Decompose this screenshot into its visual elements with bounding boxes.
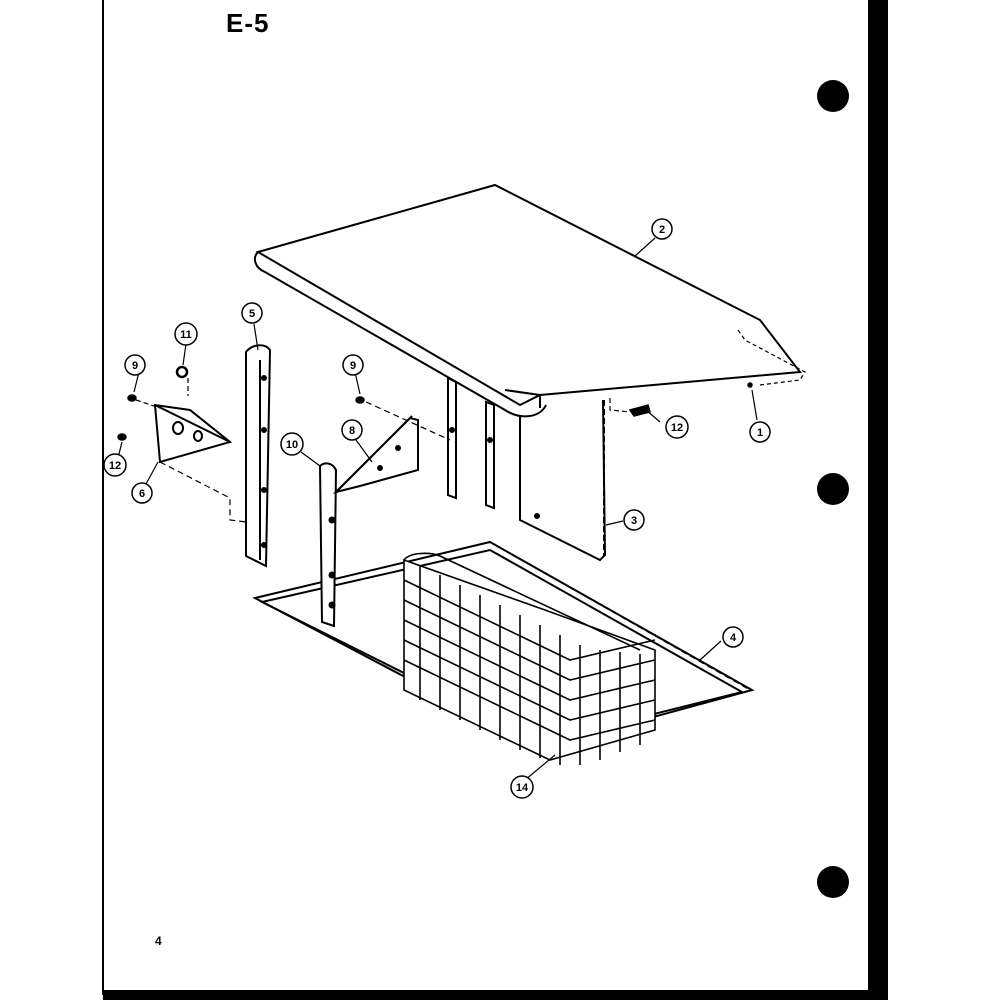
hardware-parts	[117, 365, 753, 441]
callout-9-left-label: 9	[132, 360, 138, 372]
callout-12-right: 12	[665, 415, 689, 439]
right-page-border	[868, 0, 888, 1000]
callout-1-label: 1	[757, 427, 763, 439]
callout-9-right: 9	[342, 354, 364, 376]
callout-12-left-label: 12	[109, 460, 121, 472]
page-number: 4	[155, 934, 162, 948]
page-title: E-5	[226, 8, 270, 38]
callout-8: 8	[341, 419, 363, 441]
callout-5-label: 5	[249, 308, 255, 320]
side-rails-part	[447, 376, 495, 510]
binder-hole-top	[817, 80, 849, 112]
callout-9-left: 9	[124, 354, 146, 376]
callout-12-left: 12	[103, 453, 127, 477]
condenser-coil-part	[403, 552, 656, 765]
support-brace-part	[332, 415, 419, 494]
rear-panel-part	[519, 399, 607, 562]
callout-6-label: 6	[139, 488, 145, 500]
callout-14-label: 14	[516, 782, 529, 794]
callout-11-label: 11	[180, 329, 192, 341]
callout-9-right-label: 9	[350, 360, 356, 372]
callout-12-right-label: 12	[671, 422, 683, 434]
callout-11: 11	[174, 322, 198, 346]
callout-4: 4	[722, 626, 744, 648]
callout-6: 6	[131, 482, 153, 504]
callout-3: 3	[623, 509, 645, 531]
front-post-part	[318, 462, 338, 628]
callout-14: 14	[510, 775, 534, 799]
callout-5: 5	[241, 302, 263, 324]
binder-hole-bottom	[817, 866, 849, 898]
leader-lines	[117, 184, 806, 781]
mounting-bracket-part	[153, 403, 233, 464]
callout-2-label: 2	[659, 224, 665, 236]
callout-8-label: 8	[349, 425, 355, 437]
callout-10: 10	[280, 432, 304, 456]
callout-2: 2	[651, 218, 673, 240]
callout-4-label: 4	[730, 632, 737, 644]
callout-3-label: 3	[631, 515, 637, 527]
bottom-page-border	[103, 990, 888, 1000]
binder-hole-middle	[817, 473, 849, 505]
callout-1: 1	[749, 421, 771, 443]
callout-10-label: 10	[286, 439, 298, 451]
corner-post-part	[245, 344, 272, 568]
top-cover-part	[253, 183, 802, 418]
